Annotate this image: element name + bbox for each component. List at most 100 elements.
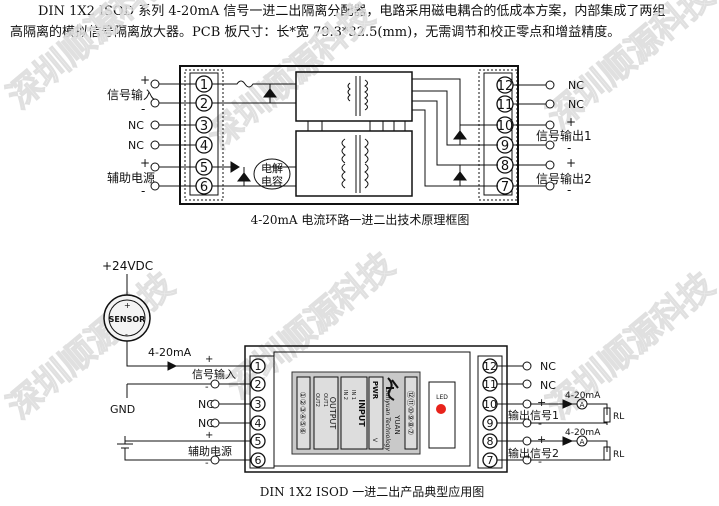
external-terminal[interactable] [150, 120, 160, 130]
zener-diode-icon [237, 172, 251, 182]
electrolytic-capacitor [253, 158, 291, 190]
nc-label: NC [198, 398, 214, 411]
load-wires [530, 403, 608, 461]
external-terminal[interactable] [522, 436, 532, 446]
diode-icon [230, 161, 240, 173]
external-terminal[interactable] [150, 181, 160, 191]
ammeter-icon [576, 398, 588, 410]
left-pins: 123456 [215, 358, 266, 468]
label-pwr: PWR [371, 381, 379, 400]
external-terminal[interactable] [545, 120, 555, 130]
terminal-pin[interactable] [482, 415, 498, 431]
minus-label: - [538, 455, 542, 468]
external-terminal[interactable] [522, 399, 532, 409]
intro-line-2: 高隔离的模拟信号隔离放大器。PCB 板尺寸：长*宽 79.3*32.5(mm)，… [10, 25, 621, 40]
aux-power-label: 辅助电源 [107, 171, 155, 185]
terminal-pin[interactable] [250, 415, 266, 431]
pin-number: 10 [497, 119, 514, 134]
terminal-pin[interactable] [250, 396, 266, 412]
terminal-pin[interactable] [496, 76, 514, 94]
arrow-icon [167, 361, 178, 371]
nc-label: NC [540, 360, 556, 373]
intro-line-1: DIN 1X2 ISOD 系列 4-20mA 信号一进二出隔离分配器，电路采用磁… [38, 4, 666, 19]
external-terminal[interactable] [545, 181, 555, 191]
external-terminal[interactable] [150, 140, 160, 150]
sensor-inner [108, 299, 146, 337]
plus-label: + [124, 301, 131, 310]
terminal-pin[interactable] [250, 376, 266, 392]
terminal-pin[interactable] [250, 433, 266, 449]
output-wires [412, 78, 498, 187]
minus-label: - [141, 102, 145, 116]
nc-label: NC [128, 139, 144, 152]
external-terminal[interactable] [210, 379, 220, 389]
external-terminal[interactable] [210, 418, 220, 428]
led-indicator [436, 404, 446, 414]
label-output: OUTPUT [328, 397, 337, 430]
external-terminal[interactable] [545, 140, 555, 150]
terminal-pin[interactable] [482, 452, 498, 468]
sensor-label: SENSOR [109, 315, 146, 324]
resistor-icon [603, 407, 611, 423]
product-label: ①②③④⑤⑥ OUT2 OUT1 OUTPUT IN 2 IN 1 INPUT … [291, 371, 421, 455]
right-terminal-block [477, 355, 503, 469]
external-terminal[interactable] [545, 160, 555, 170]
label-input: INPUT [357, 399, 366, 427]
gnd-label: GND [110, 403, 135, 416]
plus-label: + [205, 354, 213, 365]
coupling-arrows [307, 121, 406, 131]
nc-label: NC [128, 119, 144, 132]
terminal-pin[interactable] [482, 396, 498, 412]
plus-label: + [205, 430, 213, 441]
aux-power-label: 辅助电源 [188, 444, 232, 458]
nc-label: NC [540, 379, 556, 392]
ammeter-label: A [580, 438, 585, 446]
load-label: RL [613, 450, 624, 460]
pin-number: 7 [487, 454, 494, 467]
minus-label: - [125, 330, 128, 339]
pin-number: 1 [200, 78, 208, 93]
external-terminal[interactable] [150, 98, 160, 108]
application-diagram: +24VDC SENSOR + - 4-20mA GND 123456 1211… [102, 259, 624, 499]
module-face [273, 351, 471, 467]
terminal-pin[interactable] [195, 136, 213, 154]
right-terminal-inner [483, 72, 513, 196]
supply-label: +24VDC [102, 259, 153, 273]
terminal-pin[interactable] [250, 358, 266, 374]
external-terminal[interactable] [522, 379, 532, 389]
label-company: Sunyuan Technology [384, 389, 391, 451]
label-brand: YUAN [393, 414, 401, 434]
signal-transformer [295, 71, 413, 122]
led-window [428, 381, 456, 449]
external-terminal[interactable] [545, 99, 555, 109]
pin-number: 1 [255, 360, 262, 373]
external-terminal[interactable] [150, 162, 160, 172]
label-in2: IN 2 [342, 390, 348, 400]
arrow-icon [562, 399, 574, 446]
terminal-pin[interactable] [250, 452, 266, 468]
terminal-pin[interactable] [482, 376, 498, 392]
capacitor-label: 电容 [261, 174, 283, 188]
terminal-pin[interactable] [496, 95, 514, 113]
svg-text:深圳顺源科技: 深圳顺源科技 [200, 0, 382, 157]
pin-number: 8 [501, 159, 509, 174]
module-outline [179, 65, 519, 205]
ammeter-label: A [580, 401, 585, 409]
left-terminal-inner [189, 72, 219, 196]
plus-label: + [566, 156, 576, 170]
terminal-pin[interactable] [482, 433, 498, 449]
pin-number: 9 [487, 417, 494, 430]
external-terminal[interactable] [522, 361, 532, 371]
logo-icon [386, 377, 399, 401]
external-terminal[interactable] [150, 79, 160, 89]
minus-label: - [567, 141, 571, 155]
external-terminal[interactable] [210, 399, 220, 409]
minus-label: - [205, 458, 209, 469]
external-terminal[interactable] [545, 80, 555, 90]
terminal-pin[interactable] [195, 116, 213, 134]
current-label: 4-20mA [565, 391, 601, 401]
signal-input-label: 信号输入 [107, 87, 155, 102]
external-terminal[interactable] [210, 455, 220, 465]
right-pins: 121110987 [482, 358, 527, 468]
terminal-pin[interactable] [482, 358, 498, 374]
